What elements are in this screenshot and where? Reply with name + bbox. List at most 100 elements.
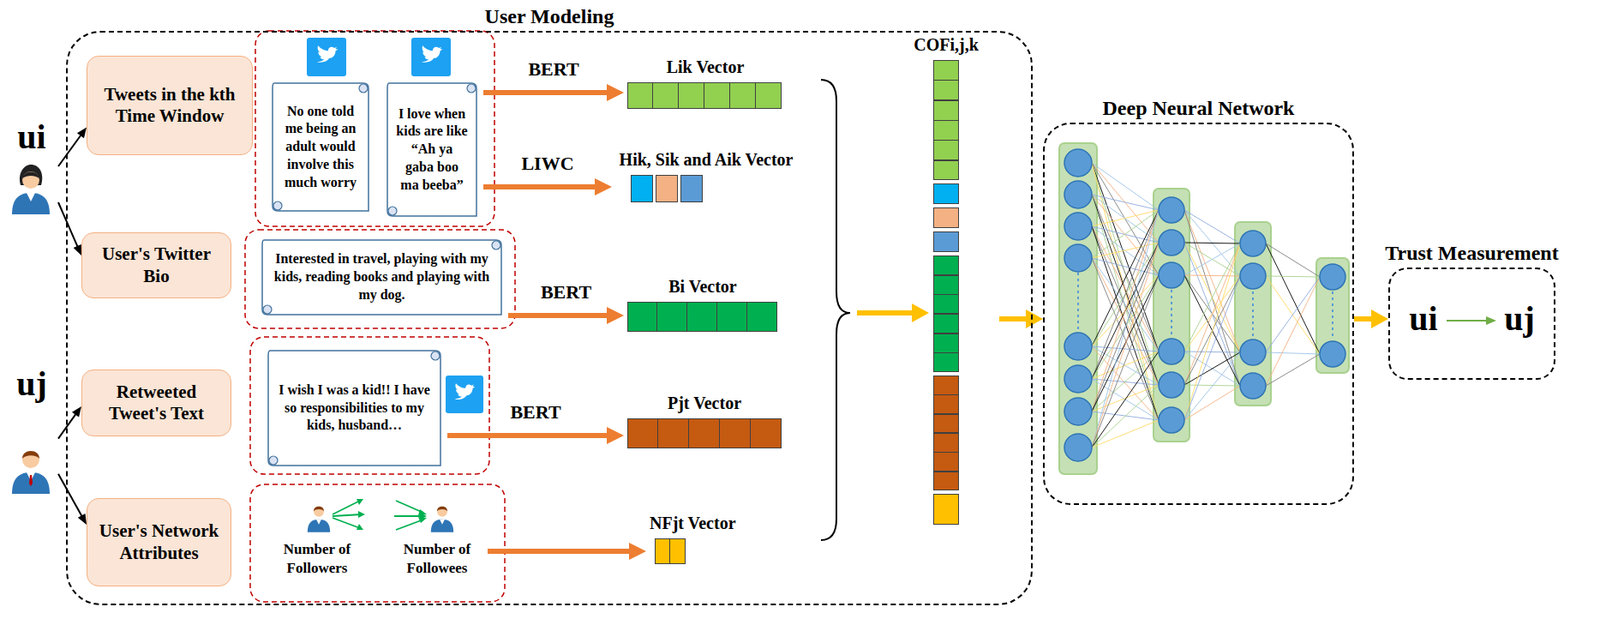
user-label: uj (1498, 301, 1541, 340)
vector-cell (750, 418, 782, 449)
vector-label: Hik, Sik and Aik Vector (615, 149, 798, 170)
connection-line (1184, 242, 1241, 244)
connection-line (1265, 276, 1320, 353)
node-text: ui (5, 119, 59, 155)
layer-band (1153, 188, 1190, 442)
connector (1354, 309, 1389, 329)
node-text: I love when kids are like “Ah ya gaba bo… (395, 105, 468, 195)
neuron (1319, 341, 1346, 367)
vector-label: Lik Vector (627, 56, 784, 78)
arrowhead (606, 306, 624, 324)
vector-cell (627, 82, 654, 109)
bio-frame (245, 229, 516, 329)
ellipsis-dots (1252, 291, 1254, 338)
connector-line (58, 202, 78, 248)
vector-segment (933, 375, 959, 491)
vector-cell (655, 174, 678, 203)
male-user-icon (11, 450, 50, 494)
ellipsis-dots (1170, 289, 1173, 336)
connection-line (1091, 346, 1159, 420)
connection-line (1091, 351, 1159, 379)
node-text: Retweeted Tweet's Text (89, 381, 224, 425)
trust-frame: Trust Measurementuiuj (1388, 267, 1556, 380)
connection-line (1184, 242, 1241, 386)
connector-line (447, 432, 610, 438)
connector-line (58, 473, 83, 517)
connection-line (1091, 257, 1159, 420)
vector-cell (755, 82, 782, 109)
connection-line (1265, 353, 1320, 386)
merge-brace (820, 79, 851, 540)
arrowhead (1371, 309, 1389, 329)
connection-line (1184, 275, 1241, 386)
edge-label: BERT (525, 58, 582, 81)
connector-line (508, 312, 610, 318)
connection-line (1091, 242, 1159, 412)
connector-line (999, 316, 1029, 322)
connection-line (1184, 243, 1241, 385)
neuron (1064, 180, 1092, 209)
vector-cell (680, 174, 703, 203)
edge-label: LIWC (518, 152, 576, 175)
vector-cell (687, 301, 718, 332)
connection-line (1265, 275, 1320, 277)
user-modeling-frame: User ModelingTweets in the kth Time Wind… (65, 30, 1033, 606)
group-frames (245, 30, 516, 602)
vector-cell (717, 301, 748, 332)
input-source-box: User's Twitter Bio (81, 232, 232, 299)
connection-line (1091, 257, 1159, 352)
node-text: ui (1402, 301, 1445, 336)
frame-title: User Modeling (481, 3, 618, 30)
female-user-icon (11, 164, 50, 215)
network-attribute: Number of Followers (272, 539, 362, 590)
vector-cell (747, 301, 778, 332)
arrowhead (629, 542, 647, 560)
neural-network-frame: Deep Neural Network (1042, 122, 1355, 505)
tweet-scroll: No one told me being an adult would invo… (267, 79, 372, 215)
vector-segment (933, 207, 959, 228)
layer-band (1059, 143, 1097, 474)
node-text: Tweets in the kth Time Window (94, 83, 246, 127)
connection-line (1091, 194, 1159, 210)
vector-cell (670, 538, 686, 564)
connection-line (1091, 346, 1159, 352)
user-icon-label: ui (5, 119, 59, 223)
connection-line (1091, 194, 1159, 420)
feature-vector: Bi Vector (627, 275, 779, 332)
neuron (1158, 197, 1185, 223)
network-frame (250, 484, 505, 602)
edge-label: BERT (507, 401, 564, 424)
connector-line (58, 134, 82, 167)
connection-line (1091, 209, 1159, 227)
connector (1446, 316, 1497, 325)
follower-user-icon (307, 506, 330, 533)
node-text: I wish I was a kid!! I have so responsib… (276, 381, 432, 435)
connection-line (1184, 352, 1241, 385)
connection-line (1091, 275, 1159, 412)
frame-title: Trust Measurement (1381, 239, 1562, 266)
arrowhead (77, 513, 87, 525)
vector-bar (627, 418, 782, 449)
neuron (1064, 149, 1092, 177)
connection-line (1091, 209, 1159, 258)
combined-vector-column (933, 59, 959, 525)
retweet-frame (250, 336, 490, 474)
vector-segment (933, 493, 959, 525)
vector-cell (689, 418, 720, 449)
neuron (1319, 263, 1346, 290)
neuron (1158, 338, 1185, 365)
follow-arrows (332, 498, 427, 530)
input-source-box: Retweeted Tweet's Text (81, 369, 232, 437)
vector-cell (627, 301, 658, 332)
followee-user-icon (431, 506, 454, 533)
vector-bar (627, 301, 779, 332)
node-text: Interested in travel, playing with my ki… (270, 250, 493, 304)
tweet-scroll: I love when kids are like “Ah ya gaba bo… (382, 79, 480, 220)
merge-arrow (856, 303, 929, 323)
node-text: User's Twitter Bio (89, 243, 224, 287)
connection-line (1184, 385, 1241, 420)
connection-line (1091, 351, 1159, 448)
neuron (1064, 365, 1092, 393)
node-text: User's Network Attributes (94, 520, 224, 564)
